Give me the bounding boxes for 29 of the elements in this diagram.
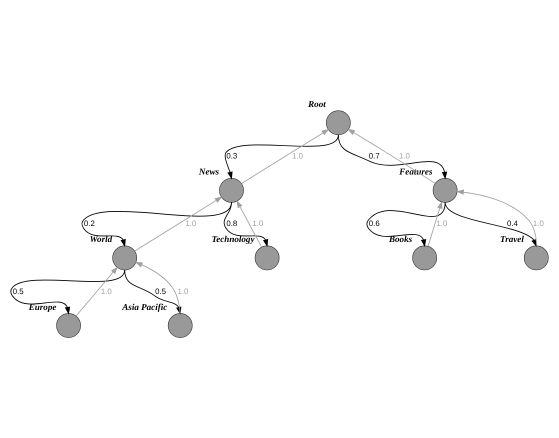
node-circle <box>524 246 549 270</box>
node-label: Asia Pacific <box>122 302 168 312</box>
node-label: World <box>90 234 112 244</box>
node-circle <box>432 178 458 203</box>
arrow <box>10 270 126 315</box>
node-label: Technology <box>212 234 254 244</box>
node-circle <box>168 313 193 338</box>
arrow <box>224 134 339 180</box>
node-label: Europe <box>28 302 56 312</box>
arrow <box>134 196 223 252</box>
node-circle <box>56 313 81 338</box>
arrow <box>76 266 118 316</box>
node-label: Root <box>308 99 326 110</box>
node-circle <box>112 246 138 270</box>
arrow <box>347 128 436 184</box>
arrow <box>224 202 268 248</box>
arrow <box>236 200 262 248</box>
arrow <box>428 200 442 247</box>
arrow <box>338 134 448 180</box>
node-circle <box>412 246 437 270</box>
node-label: Travel <box>500 234 524 244</box>
node-circle <box>326 110 351 136</box>
arrow <box>366 202 446 248</box>
node-circle <box>219 178 244 203</box>
node-circle <box>254 246 280 270</box>
node-label: Books <box>389 234 412 244</box>
node-label: Features <box>399 166 432 177</box>
node-label: News <box>198 166 220 177</box>
arrow <box>241 128 330 184</box>
